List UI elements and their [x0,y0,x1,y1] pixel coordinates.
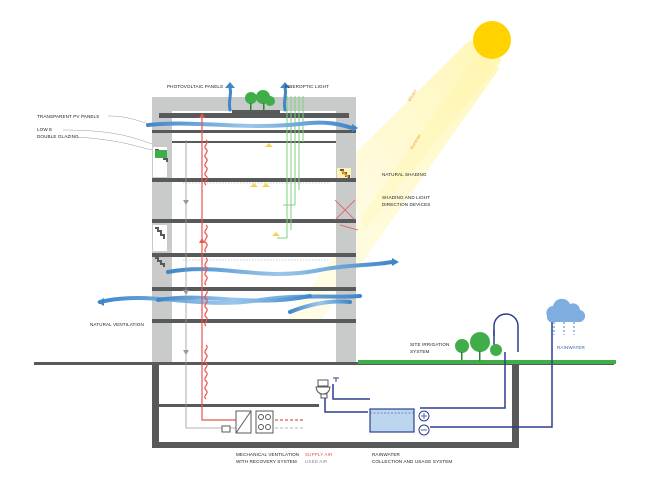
roof-elements [232,90,280,115]
shading-devices-label-2: DIRECTION DEVICES [382,202,430,207]
fiberoptic-light-label: FIBEROPTIC LIGHT [285,84,329,89]
rainwater-collection-label-2: COLLECTION AND USAGE SYSTEM [372,459,452,464]
used-air-label: USED AIR [305,459,328,464]
used-air-duct [185,140,305,429]
photovoltaic-panels-label: PHOTOVOLTAIC PANELS [167,84,223,89]
transparent-pv-label: TRANSPARENT PV PANELS [37,114,99,119]
mech-vent-label-2: WITH RECOVERY SYSTEM [236,459,297,464]
shading-devices-label-1: SHADING AND LIGHT [382,195,430,200]
exhaust-flows [227,86,288,112]
low-e-label: LOW E [37,127,52,132]
fiberoptic-lines [277,96,304,239]
building [152,97,356,362]
site-lawn [358,360,616,364]
double-glazing-label: DOUBLE GLAZING [37,134,79,139]
supply-air-duct [201,118,305,421]
rainwater-collection-label-1: RAINWATER [372,452,401,457]
winter-label: Winter [407,88,419,102]
site-irrigation-label-1: SITE IRRIGATION [410,342,449,347]
ventilation-units [221,410,274,434]
toilet-icon [315,379,331,399]
natural-shading-label: NATURAL SHADING [382,172,427,177]
air-arrow-heads [97,82,399,306]
ground-line [34,362,614,365]
mech-vent-label-1: MECHANICAL VENTILATION [236,452,299,457]
used-air-markers [183,200,189,355]
rainwater-label: RAINWATER [557,345,586,350]
leader-lines [62,115,153,151]
faucet-icon [333,377,339,382]
supply-air-arrows [199,113,205,243]
sun-icon [473,21,511,59]
site-irrigation-label-2: SYSTEM [410,349,430,354]
rain-cloud-icon [546,298,586,335]
shading-devices [334,199,359,231]
natural-ventilation-label: NATURAL VENTILATION [90,322,144,327]
site-trees [455,332,502,361]
light-fixtures [250,143,280,236]
air-flows [98,120,394,314]
supply-air-label: SUPPLY AIR [305,452,333,457]
basement [152,364,519,448]
rainwater-tank [369,408,430,436]
